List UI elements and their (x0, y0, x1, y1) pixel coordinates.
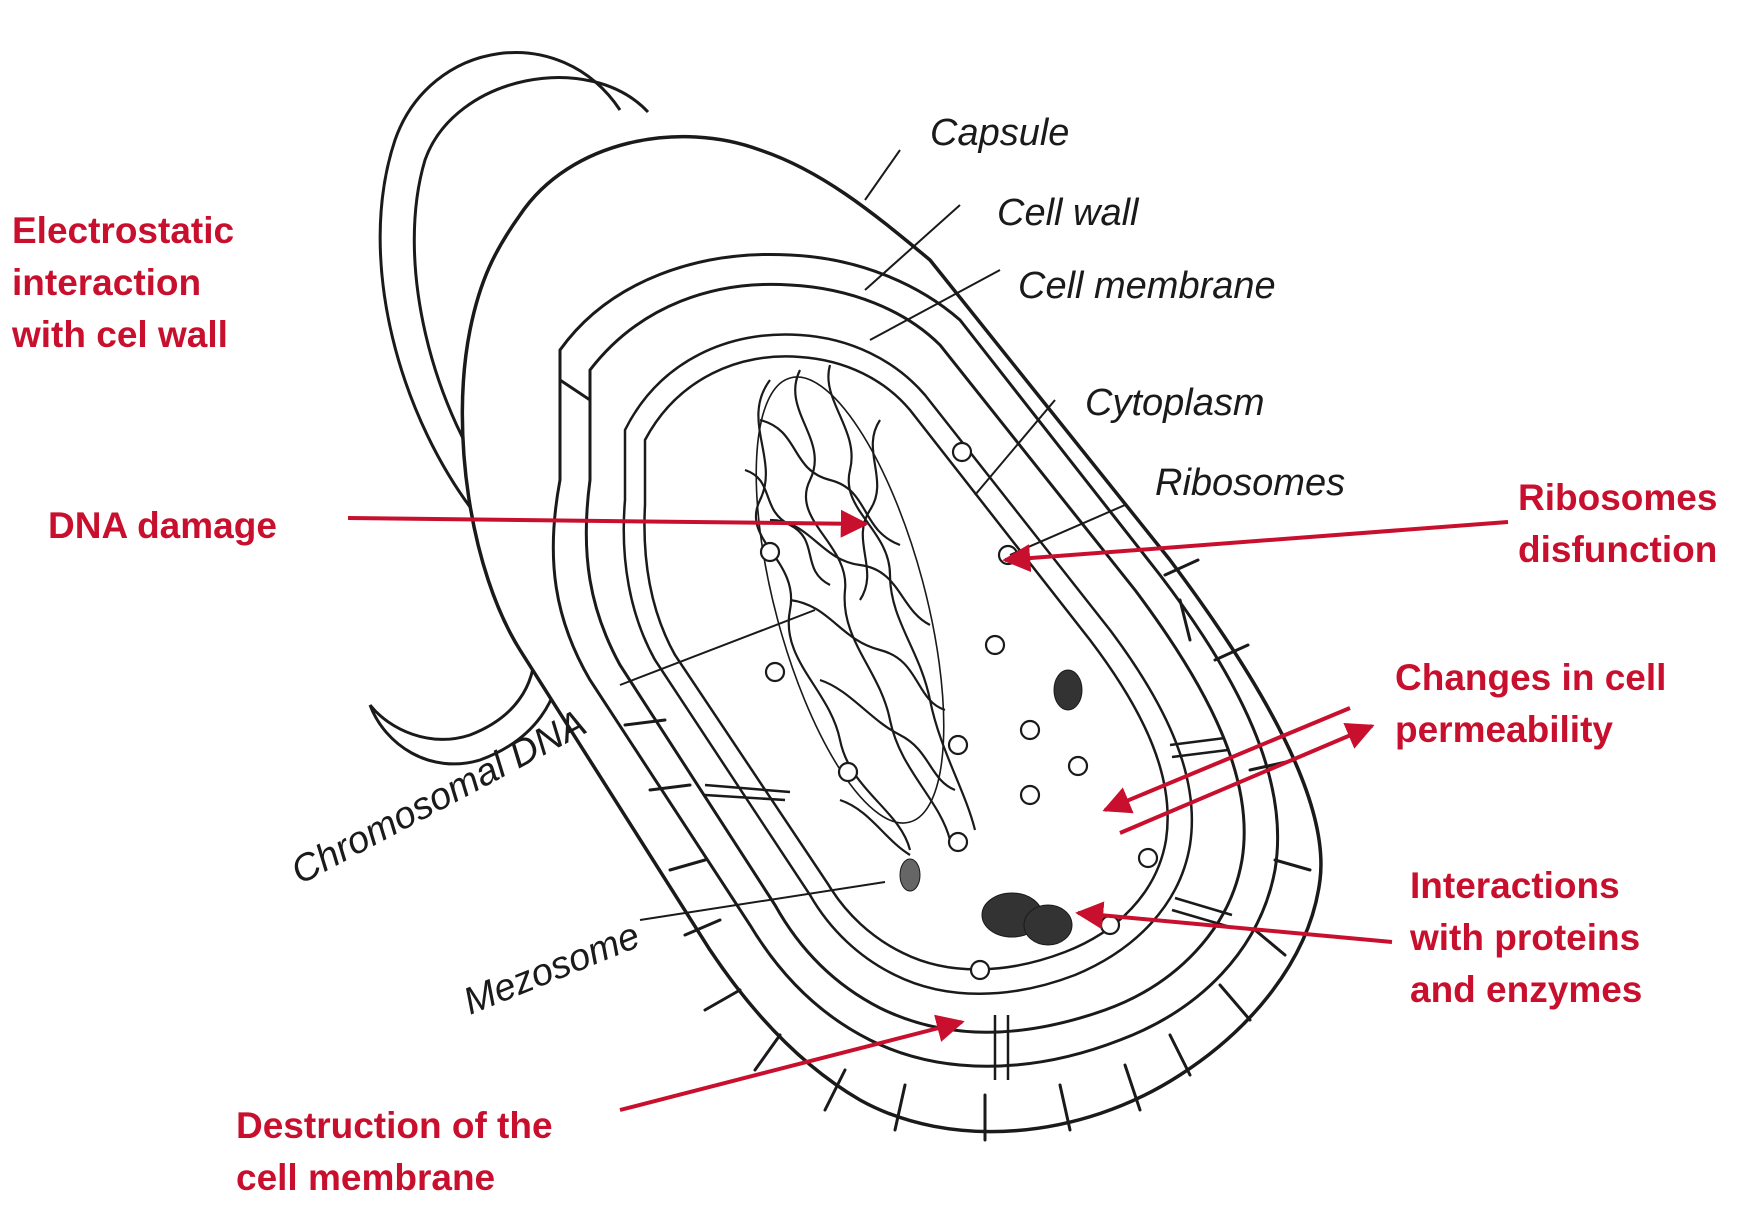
cell-membrane (622, 333, 1194, 995)
effect-electrostatic-line-3: with cel wall (12, 314, 228, 355)
effect-cell-permeability: Changes in cell permeability (1395, 652, 1666, 756)
pili (623, 558, 1312, 1142)
effect-membrane-line-2: cell membrane (236, 1157, 496, 1198)
effect-membrane-line-1: Destruction of the (236, 1105, 553, 1146)
effect-proteins-line-2: with proteins (1410, 917, 1641, 958)
label-cell-membrane: Cell membrane (1018, 265, 1276, 307)
effect-electrostatic-interaction: Electrostatic interaction with cel wall (12, 205, 234, 361)
effect-permeability-line-2: permeability (1395, 709, 1613, 750)
arrow-dna-damage (347, 509, 869, 538)
label-capsule: Capsule (930, 112, 1069, 154)
label-cell-wall: Cell wall (997, 192, 1140, 234)
effect-ribosomes-disfunction: Ribosomes disfunction (1518, 472, 1717, 576)
effect-membrane-destruction: Destruction of the cell membrane (236, 1100, 553, 1204)
effect-ribosomes-line-2: disfunction (1518, 529, 1718, 570)
arrow-permeability-out (1119, 722, 1375, 835)
label-chromosomal-dna: Chromosomal DNA (285, 702, 594, 893)
label-cytoplasm: Cytoplasm (1085, 382, 1265, 424)
arrow-permeability-in (1102, 706, 1351, 814)
label-ribosomes: Ribosomes (1155, 462, 1345, 504)
ribosomes (759, 441, 1159, 981)
effect-proteins-line-3: and enzymes (1410, 969, 1643, 1010)
inclusion-granules (899, 669, 1083, 946)
effect-ribosomes-line-1: Ribosomes (1518, 477, 1718, 518)
arrow-proteins (1075, 901, 1393, 944)
arrow-ribosomes (1002, 520, 1509, 573)
effect-electrostatic-line-2: interaction (12, 262, 202, 303)
label-mezosome: Mezosome (458, 915, 646, 1024)
effect-dna-damage: DNA damage (48, 500, 277, 552)
effect-permeability-line-1: Changes in cell (1395, 657, 1667, 698)
effect-proteins-line-1: Interactions (1410, 865, 1620, 906)
effect-electrostatic-line-1: Electrostatic (12, 210, 235, 251)
arrow-membrane (619, 1014, 965, 1112)
effect-arrows (347, 509, 1509, 1112)
effect-dna-damage-line-1: DNA damage (48, 505, 277, 546)
membrane-invaginations (704, 736, 1233, 1080)
effect-proteins-enzymes: Interactions with proteins and enzymes (1410, 860, 1642, 1016)
